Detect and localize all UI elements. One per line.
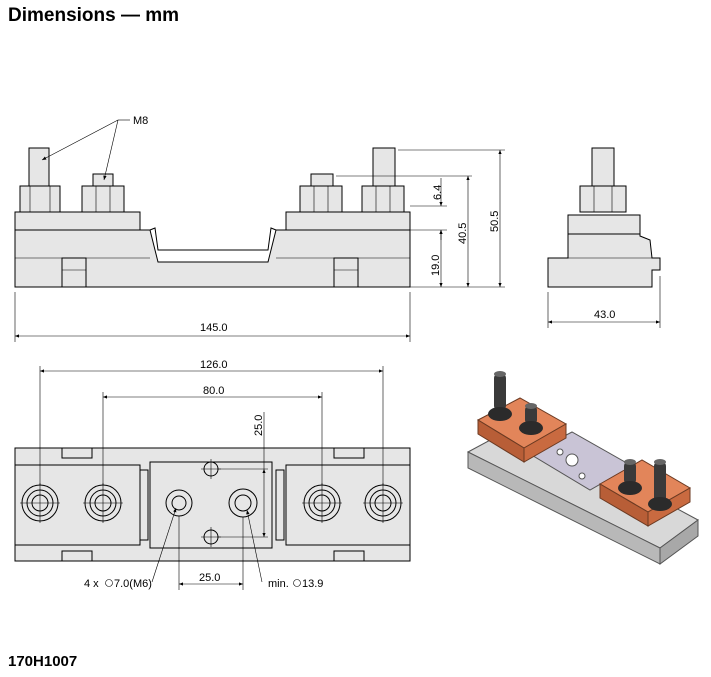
- min-label: min.: [268, 578, 289, 590]
- nut-left-short: [81, 185, 125, 213]
- nut-right-tall: [361, 185, 405, 213]
- stud-left-tall: [28, 147, 50, 189]
- isometric-view: [466, 371, 699, 565]
- side-dimensions: 43.0: [547, 276, 661, 328]
- dim-overall-length: 145.0: [200, 322, 228, 334]
- iso-stud-1: [488, 371, 512, 421]
- front-dimensions: 145.0 6.4 19.0 40.5 50.5: [14, 149, 505, 342]
- iso-stud-3: [618, 459, 642, 495]
- dim-hole-spacing-h: 25.0: [199, 572, 220, 584]
- top-dimensions: 126.0 80.0 25.0 25.0 4 x 7.0(M6) min. 13…: [39, 359, 384, 590]
- holes-spec: 7.0(M6): [114, 578, 152, 590]
- iso-stud-4: [648, 459, 672, 511]
- dim-depth: 43.0: [594, 309, 615, 321]
- iso-stud-2: [519, 403, 543, 435]
- dim-hole-spacing-v: 25.0: [253, 415, 265, 436]
- holes-count: 4 x: [84, 578, 99, 590]
- stud-right-tall: [372, 147, 396, 189]
- dim-height-40: 40.5: [457, 223, 469, 244]
- stud-circle-4: [363, 483, 403, 523]
- nut-right-short: [299, 185, 343, 213]
- dim-span-80: 80.0: [203, 385, 224, 397]
- nut-left-tall: [19, 185, 61, 213]
- part-number: 170H1007: [8, 653, 78, 670]
- dim-height-6: 6.4: [432, 185, 444, 200]
- front-view: M8: [14, 115, 411, 288]
- thread-callout: M8: [133, 115, 148, 127]
- min-spec: 13.9: [302, 578, 323, 590]
- dim-height-19: 19.0: [430, 255, 442, 276]
- dim-span-126: 126.0: [200, 359, 228, 371]
- page-title: Dimensions — mm: [8, 5, 180, 26]
- dim-height-total: 50.5: [489, 211, 501, 232]
- side-view: [547, 147, 661, 288]
- top-view: [14, 447, 411, 562]
